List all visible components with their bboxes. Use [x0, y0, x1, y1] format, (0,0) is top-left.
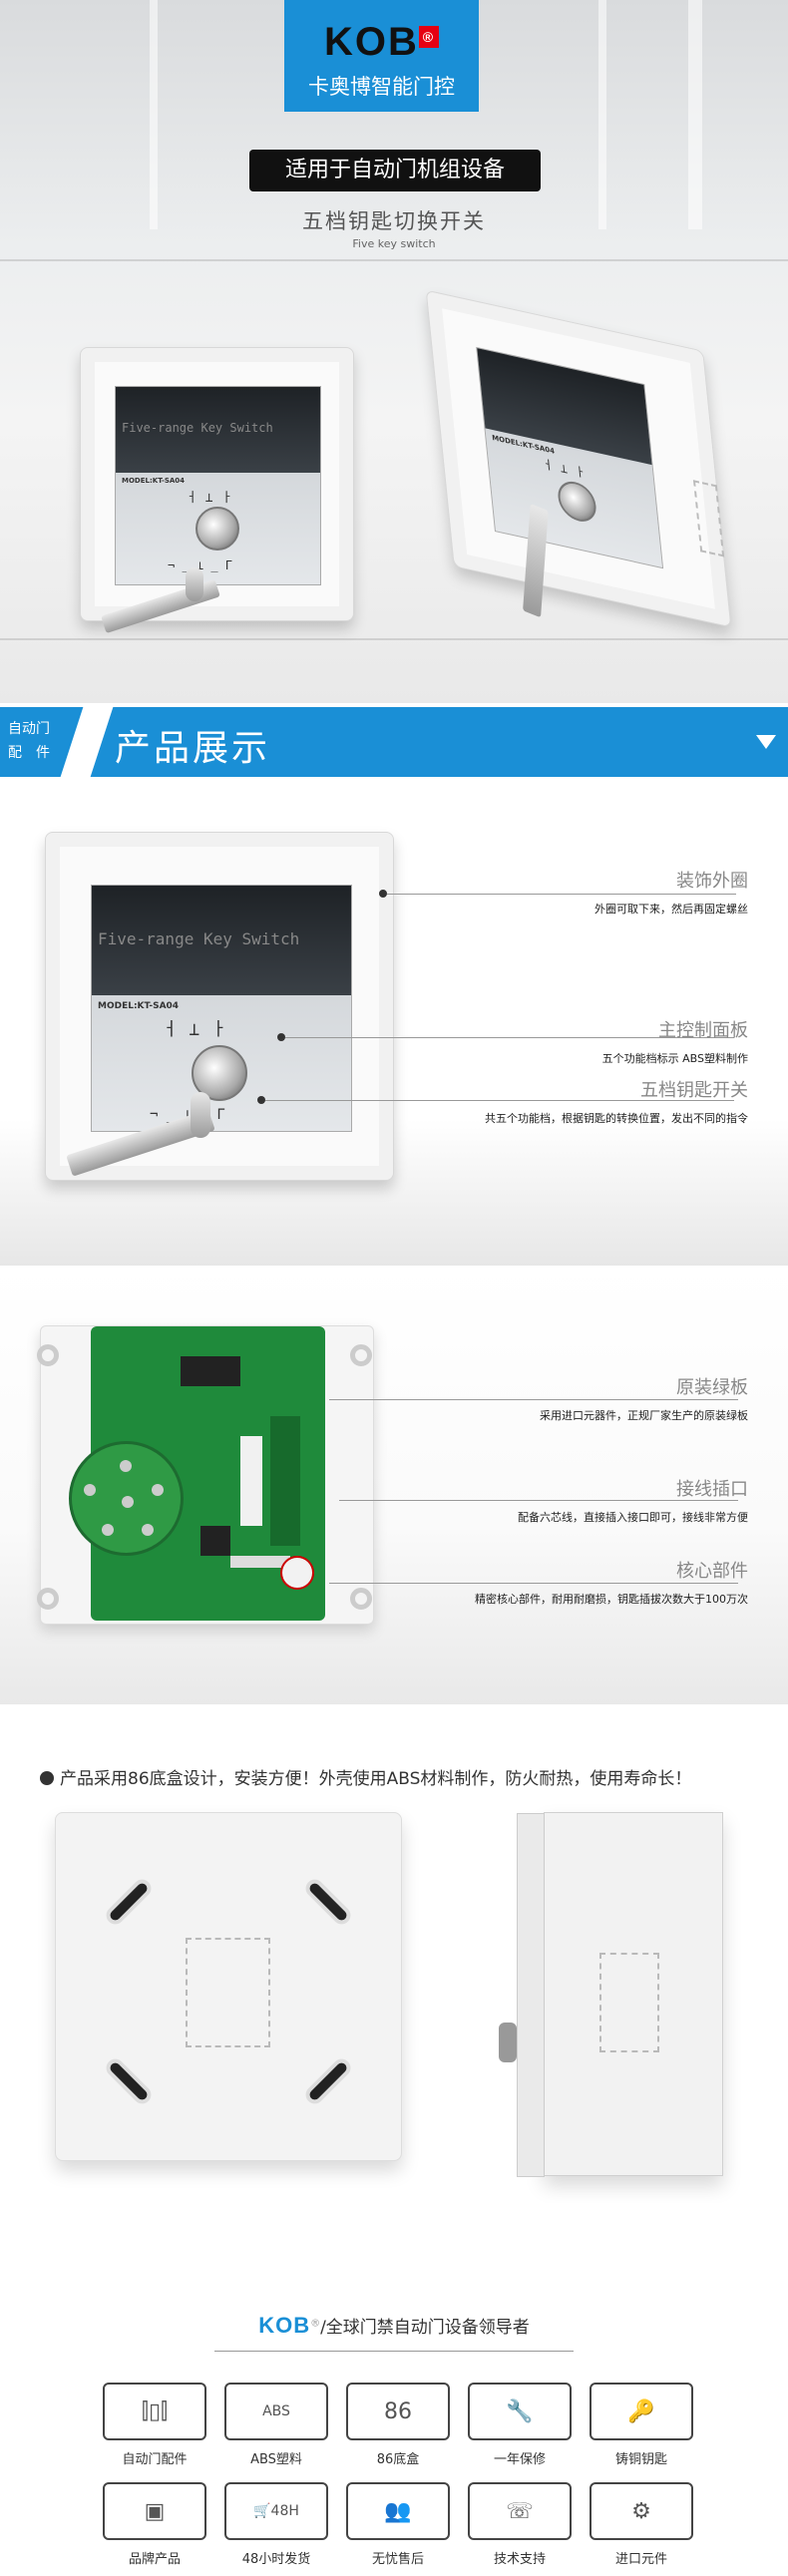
feature-item: ⫿▯⫿ 自动门配件 [100, 2383, 209, 2467]
tagline: 适用于自动门机组设备 [249, 150, 541, 191]
footer-brand-line: KOB®/全球门禁自动门设备领导者 [258, 2313, 530, 2338]
pcb-detail-section: 原装绿板 采用进口元器件，正规厂家生产的原装绿板 接线插口 配备六芯线，直接插入… [0, 1266, 788, 1704]
brand-subtitle: 卡奥博智能门控 [308, 75, 455, 99]
feature-callout: 原装绿板 采用进口元器件，正规厂家生产的原装绿板 [540, 1377, 748, 1422]
category-label: 自动门 配 件 [8, 721, 50, 761]
feature-item: 86 86底盒 [343, 2383, 453, 2467]
pcb-image [37, 1325, 374, 1625]
wrench-icon: 🔧 [468, 2383, 572, 2440]
switch-front-large-image: Five-range Key Switch MODEL:KT-SA04 ㅓ ⊥ … [45, 832, 394, 1181]
brand-logo: KOB® 卡奥博智能门控 [284, 0, 479, 112]
gear-icon: ⚙ [590, 2482, 693, 2540]
feature-callout: 接线插口 配备六芯线，直接插入接口即可，接线非常方便 [518, 1479, 748, 1524]
box-section: 产品采用86底盒设计，安装方便！外壳使用ABS材料制作，防火耐热，使用寿命长！ [0, 1704, 788, 2203]
chevron-down-icon [756, 735, 776, 749]
product-title: 五档钥匙切换开关 [302, 209, 486, 233]
feature-callout: 装饰外圈 外圈可取下来，然后再固定螺丝 [594, 871, 748, 916]
support-icon: ☏ [468, 2482, 572, 2540]
section-title: 产品展示 [115, 728, 271, 769]
feature-item: 🔧 一年保修 [465, 2383, 575, 2467]
feature-item: 🛒 48H 48小时发货 [221, 2482, 331, 2567]
feature-item: ⚙ 进口元件 [587, 2482, 696, 2567]
abs-plastic-icon: ABS [224, 2383, 328, 2440]
feature-callout: 主控制面板 五个功能档标示 ABS塑料制作 [601, 1020, 748, 1065]
feature-item: ☏ 技术支持 [465, 2482, 575, 2567]
feature-item: 🔑 铸铜钥匙 [587, 2383, 696, 2467]
feature-item: ▣ 品牌产品 [100, 2482, 209, 2567]
feature-item: ABS ABS塑料 [221, 2383, 331, 2467]
switch-angled-image: MODEL:KT-SA04 ㅓ ⊥ ㅏ [425, 289, 732, 628]
section-header-bar: 自动门 配 件 产品展示 [0, 707, 788, 777]
door-icon: ⫿▯⫿ [103, 2383, 206, 2440]
box-back-image [55, 1812, 402, 2161]
box-86-icon: 86 [346, 2383, 450, 2440]
footer-section: KOB®/全球门禁自动门设备领导者 ⫿▯⫿ 自动门配件 ABS ABS塑料 86… [0, 2203, 788, 2576]
front-detail-section: Five-range Key Switch MODEL:KT-SA04 ㅓ ⊥ … [0, 777, 788, 1266]
key-icon: 🔑 [590, 2383, 693, 2440]
hero-section: KOB® 卡奥博智能门控 适用于自动门机组设备 五档钥匙切换开关 Five ke… [0, 0, 788, 703]
feature-callout: 五档钥匙开关 共五个功能档，根据钥匙的转换位置，发出不同的指令 [485, 1080, 748, 1125]
id-card-icon: ▣ [103, 2482, 206, 2540]
box-note: 产品采用86底盒设计，安装方便！外壳使用ABS材料制作，防火耐热，使用寿命长！ [40, 1764, 691, 1789]
feature-callout: 核心部件 精密核心部件，耐用耐磨损，钥匙插拔次数大于100万次 [475, 1561, 748, 1606]
box-side-image [499, 1812, 723, 2177]
feature-item: 👥 无忧售后 [343, 2482, 453, 2567]
cart-icon: 🛒 48H [224, 2482, 328, 2540]
product-subtitle: Five key switch [352, 237, 436, 250]
switch-front-image: Five-range Key Switch MODEL:KT-SA04 ㅓ ⊥ … [80, 347, 354, 634]
people-icon: 👥 [346, 2482, 450, 2540]
